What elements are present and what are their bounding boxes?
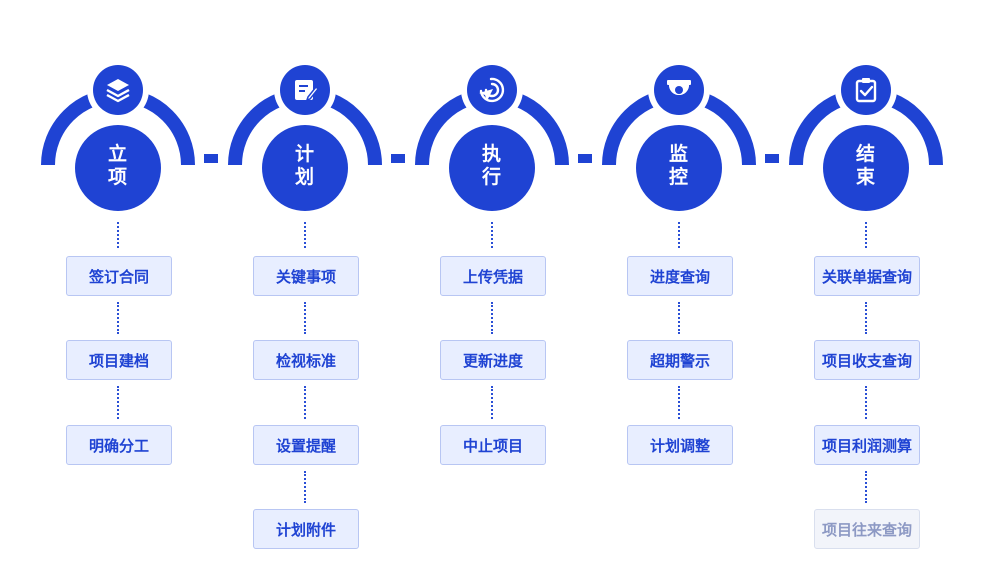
- stage-column: 监控进度查询超期警示计划调整: [599, 0, 759, 579]
- dotted-connector: [117, 386, 119, 419]
- stage-label-line1: 执: [481, 144, 502, 165]
- stage-connector: [391, 154, 405, 163]
- stage-item[interactable]: 项目收支查询: [814, 340, 920, 380]
- camera-monitor-icon: [667, 80, 691, 95]
- dotted-connector: [304, 386, 306, 419]
- stage-label: 结束: [826, 143, 906, 189]
- stage-column: 执行上传凭据更新进度中止项目: [412, 0, 572, 579]
- stage-circle: [262, 125, 348, 211]
- stage-item[interactable]: 检视标准: [253, 340, 359, 380]
- dotted-connector: [865, 386, 867, 419]
- edit-document-icon: [295, 80, 320, 102]
- stage-item[interactable]: 更新进度: [440, 340, 546, 380]
- dotted-connector: [865, 471, 867, 503]
- stage-connector: [204, 154, 218, 163]
- stage-item[interactable]: 设置提醒: [253, 425, 359, 465]
- stage-item[interactable]: 签订合同: [66, 256, 172, 296]
- stage-item[interactable]: 超期警示: [627, 340, 733, 380]
- stage-label-line1: 结: [855, 144, 876, 165]
- stage-label-line1: 监: [668, 144, 689, 165]
- stage-label: 执行: [452, 143, 532, 189]
- stage-column: 立项签订合同项目建档明确分工: [38, 0, 198, 579]
- dotted-connector: [491, 222, 493, 248]
- icon-badge: [841, 65, 891, 115]
- layers-icon: [106, 79, 130, 103]
- stage-item[interactable]: 项目往来查询: [814, 509, 920, 549]
- stage-item[interactable]: 关键事项: [253, 256, 359, 296]
- stage-item[interactable]: 项目利润测算: [814, 425, 920, 465]
- stage-label: 监控: [639, 143, 719, 189]
- stage-item[interactable]: 关联单据查询: [814, 256, 920, 296]
- stage-item[interactable]: 计划调整: [627, 425, 733, 465]
- stage-header-graphic: [789, 59, 943, 211]
- dotted-connector: [865, 302, 867, 334]
- stage-column: 计划关键事项检视标准设置提醒计划附件: [225, 0, 385, 579]
- dotted-connector: [304, 302, 306, 334]
- dotted-connector: [117, 222, 119, 248]
- dotted-connector: [491, 386, 493, 419]
- stage-label-line2: 划: [294, 167, 315, 188]
- stage-label-line1: 计: [294, 144, 315, 165]
- stage-circle: [636, 125, 722, 211]
- stage-item[interactable]: 上传凭据: [440, 256, 546, 296]
- stage-header-graphic: [41, 59, 195, 211]
- stage-header-graphic: [415, 59, 569, 211]
- stage-label-line2: 行: [481, 167, 502, 188]
- stage-item[interactable]: 项目建档: [66, 340, 172, 380]
- stage-connector: [765, 154, 779, 163]
- stage-label: 计划: [265, 143, 345, 189]
- dotted-connector: [304, 222, 306, 248]
- dotted-connector: [678, 302, 680, 334]
- dotted-connector: [491, 302, 493, 334]
- stage-label-line2: 控: [668, 167, 689, 188]
- stage-item[interactable]: 计划附件: [253, 509, 359, 549]
- dotted-connector: [678, 222, 680, 248]
- stage-column: 结束关联单据查询项目收支查询项目利润测算项目往来查询: [786, 0, 946, 579]
- dotted-connector: [304, 471, 306, 503]
- stage-circle: [449, 125, 535, 211]
- target-cursor-icon: [479, 77, 505, 103]
- stage-item[interactable]: 明确分工: [66, 425, 172, 465]
- stage-item[interactable]: 进度查询: [627, 256, 733, 296]
- stage-circle: [75, 125, 161, 211]
- clipboard-check-icon: [855, 78, 877, 103]
- stage-header-graphic: [602, 59, 756, 211]
- dotted-connector: [678, 386, 680, 419]
- stage-label: 立项: [78, 143, 158, 189]
- stage-item[interactable]: 中止项目: [440, 425, 546, 465]
- stage-label-line2: 项: [107, 167, 128, 188]
- stage-header-graphic: [228, 59, 382, 211]
- dotted-connector: [117, 302, 119, 334]
- stage-connector: [578, 154, 592, 163]
- stage-circle: [823, 125, 909, 211]
- stage-label-line1: 立: [107, 144, 128, 165]
- stage-label-line2: 束: [855, 167, 876, 188]
- dotted-connector: [865, 222, 867, 248]
